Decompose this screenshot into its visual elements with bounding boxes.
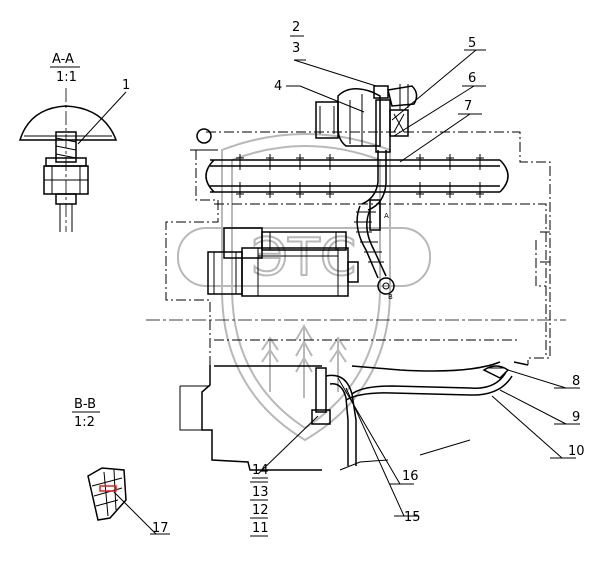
watermark-text: ЭТС (252, 228, 356, 288)
callout-4: 4 (274, 79, 282, 94)
callout-11: 11 (252, 521, 269, 536)
callout-5: 5 (468, 36, 476, 51)
starter-motor (207, 227, 359, 297)
view-mark-a: A (384, 212, 389, 220)
fuel-rail (190, 128, 509, 198)
callout-6: 6 (468, 71, 476, 86)
section-bb-title: B-B (74, 397, 96, 412)
section-bb-scale: 1:2 (74, 415, 95, 430)
callouts: 1 2 3 4 5 6 7 8 9 10 14 13 12 11 16 15 1… (122, 20, 585, 537)
callout-17: 17 (152, 521, 169, 536)
oil-return-pipe (311, 365, 513, 466)
section-aa-title: A-A (52, 52, 74, 67)
callout-16: 16 (402, 469, 419, 484)
callout-2: 2 (292, 20, 300, 35)
callout-1: 1 (122, 78, 130, 93)
watermark-logo: ЭТС (177, 133, 431, 442)
callout-15: 15 (404, 510, 421, 525)
callout-14: 14 (252, 463, 269, 478)
callout-8: 8 (572, 374, 580, 389)
callout-7: 7 (464, 99, 472, 114)
callout-9: 9 (572, 410, 580, 425)
section-aa-scale: 1:1 (56, 70, 77, 85)
callout-12: 12 (252, 503, 269, 518)
section-aa-detail: A-A 1:1 (18, 52, 118, 232)
section-bb-highlight (99, 485, 117, 492)
callout-3: 3 (292, 41, 300, 56)
callout-10: 10 (568, 444, 585, 459)
leader-lines (77, 49, 580, 535)
view-mark-b: B (388, 293, 393, 301)
oil-pressure-line: A B (354, 150, 395, 301)
turbocharger-assembly (315, 84, 418, 153)
callout-13: 13 (252, 485, 269, 500)
section-bb-detail: B-B 1:2 (72, 397, 127, 521)
